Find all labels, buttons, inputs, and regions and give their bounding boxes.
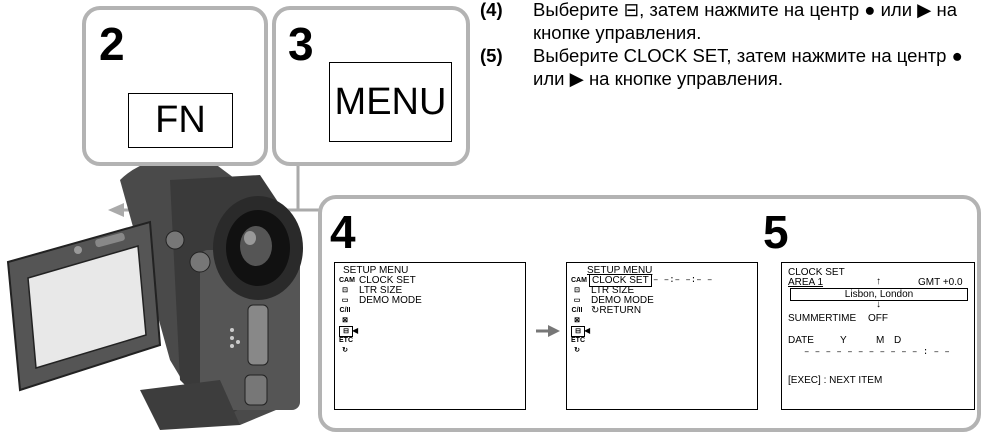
menu-item-clock-set[interactable]: CLOCK SET (359, 275, 416, 286)
lcd-icon: ⊠ (574, 317, 580, 324)
instruction-number: (5) (480, 45, 503, 66)
city-field[interactable]: Lisbon, London (790, 288, 968, 301)
step-3-callout: 3 MENU (272, 6, 470, 166)
step-number: 5 (763, 206, 789, 258)
etc-icon: ETC (339, 337, 353, 344)
return-icon: ↻ (574, 347, 580, 354)
instruction-text: Выберите CLOCK SET, затем нажмите на цен… (533, 45, 963, 89)
summertime-label: SUMMERTIME (788, 313, 857, 324)
setup-icon[interactable]: ⊟ (571, 326, 585, 337)
menu-item-clock-set[interactable]: CLOCK SET (589, 274, 652, 287)
gmt-value: GMT +0.0 (918, 277, 963, 288)
menu-item-ltr-size[interactable]: LTR SIZE (359, 285, 403, 296)
instruction-text: Выберите ⊟, затем нажмите на центр ● или… (533, 0, 958, 43)
menu-item-ltr-size[interactable]: LTR SIZE (591, 285, 635, 296)
memory-icon: ⊡ (574, 287, 580, 294)
clock-set-screen: CLOCK SET AREA 1 ↑ GMT +0.0 Lisbon, Lond… (781, 262, 975, 410)
setup-menu-screen-a: SETUP MENU CAM ⊡ ▭ C/II ⊠ ⊟ ◀ ETC ↻ CLOC… (334, 262, 526, 410)
menu-item-demo-mode[interactable]: DEMO MODE (359, 295, 422, 306)
summertime-value[interactable]: OFF (868, 313, 888, 324)
menu-title: SETUP MENU (343, 265, 409, 276)
year-header: Y (840, 335, 847, 346)
date-label: DATE (788, 335, 814, 346)
step-number: 3 (288, 18, 314, 70)
date-value[interactable]: – – – – – – – – – – – : – – (804, 347, 950, 357)
setup-icon[interactable]: ⊟ (339, 326, 353, 337)
memory-icon: ⊡ (342, 287, 348, 294)
next-arrow-icon (536, 324, 560, 338)
return-icon: ↻ (342, 347, 348, 354)
day-header: D (894, 335, 902, 346)
menu-title: SETUP MENU (587, 265, 653, 276)
selector-arrow-icon: ◀ (584, 326, 591, 335)
camera-icon: CAM (339, 277, 355, 284)
step-number: 4 (330, 206, 356, 258)
up-arrow-icon: ↑ (876, 276, 881, 287)
tape-icon: ▭ (341, 297, 349, 304)
area-label: AREA 1 (788, 277, 824, 288)
camera-icon: CAM (571, 277, 587, 284)
menu-item-demo-mode[interactable]: DEMO MODE (591, 295, 654, 306)
instruction-number: (4) (480, 0, 503, 20)
down-arrow-icon: ↓ (876, 299, 881, 310)
step-4-5-callout: 4 5 SETUP MENU CAM ⊡ ▭ C/II ⊠ ⊟ ◀ ETC ↻ … (318, 195, 981, 432)
step-number: 2 (99, 18, 125, 70)
clock-time-value: – –:– –:– – (653, 275, 713, 285)
clock-set-title: CLOCK SET (788, 267, 845, 278)
cii-icon: C/II (571, 307, 583, 314)
fn-button[interactable]: FN (128, 93, 233, 148)
instruction-step-5: (5) Выберите CLOCK SET, затем нажмите на… (480, 44, 980, 90)
menu-item-return[interactable]: ↻RETURN (591, 305, 642, 316)
selector-arrow-icon: ◀ (352, 326, 359, 335)
tape-icon: ▭ (573, 297, 581, 304)
step-2-callout: 2 FN (82, 6, 268, 166)
menu-button[interactable]: MENU (329, 62, 452, 142)
instruction-step-4: (4) Выберите ⊟, затем нажмите на центр ●… (480, 0, 980, 44)
cii-icon: C/II (339, 307, 351, 314)
etc-icon: ETC (571, 337, 585, 344)
month-header: M (876, 335, 885, 346)
lcd-icon: ⊠ (342, 317, 348, 324)
setup-menu-screen-b: SETUP MENU CAM ⊡ ▭ C/II ⊠ ⊟ ◀ ETC ↻ CLOC… (566, 262, 758, 410)
exec-hint: [EXEC] : NEXT ITEM (788, 375, 883, 386)
